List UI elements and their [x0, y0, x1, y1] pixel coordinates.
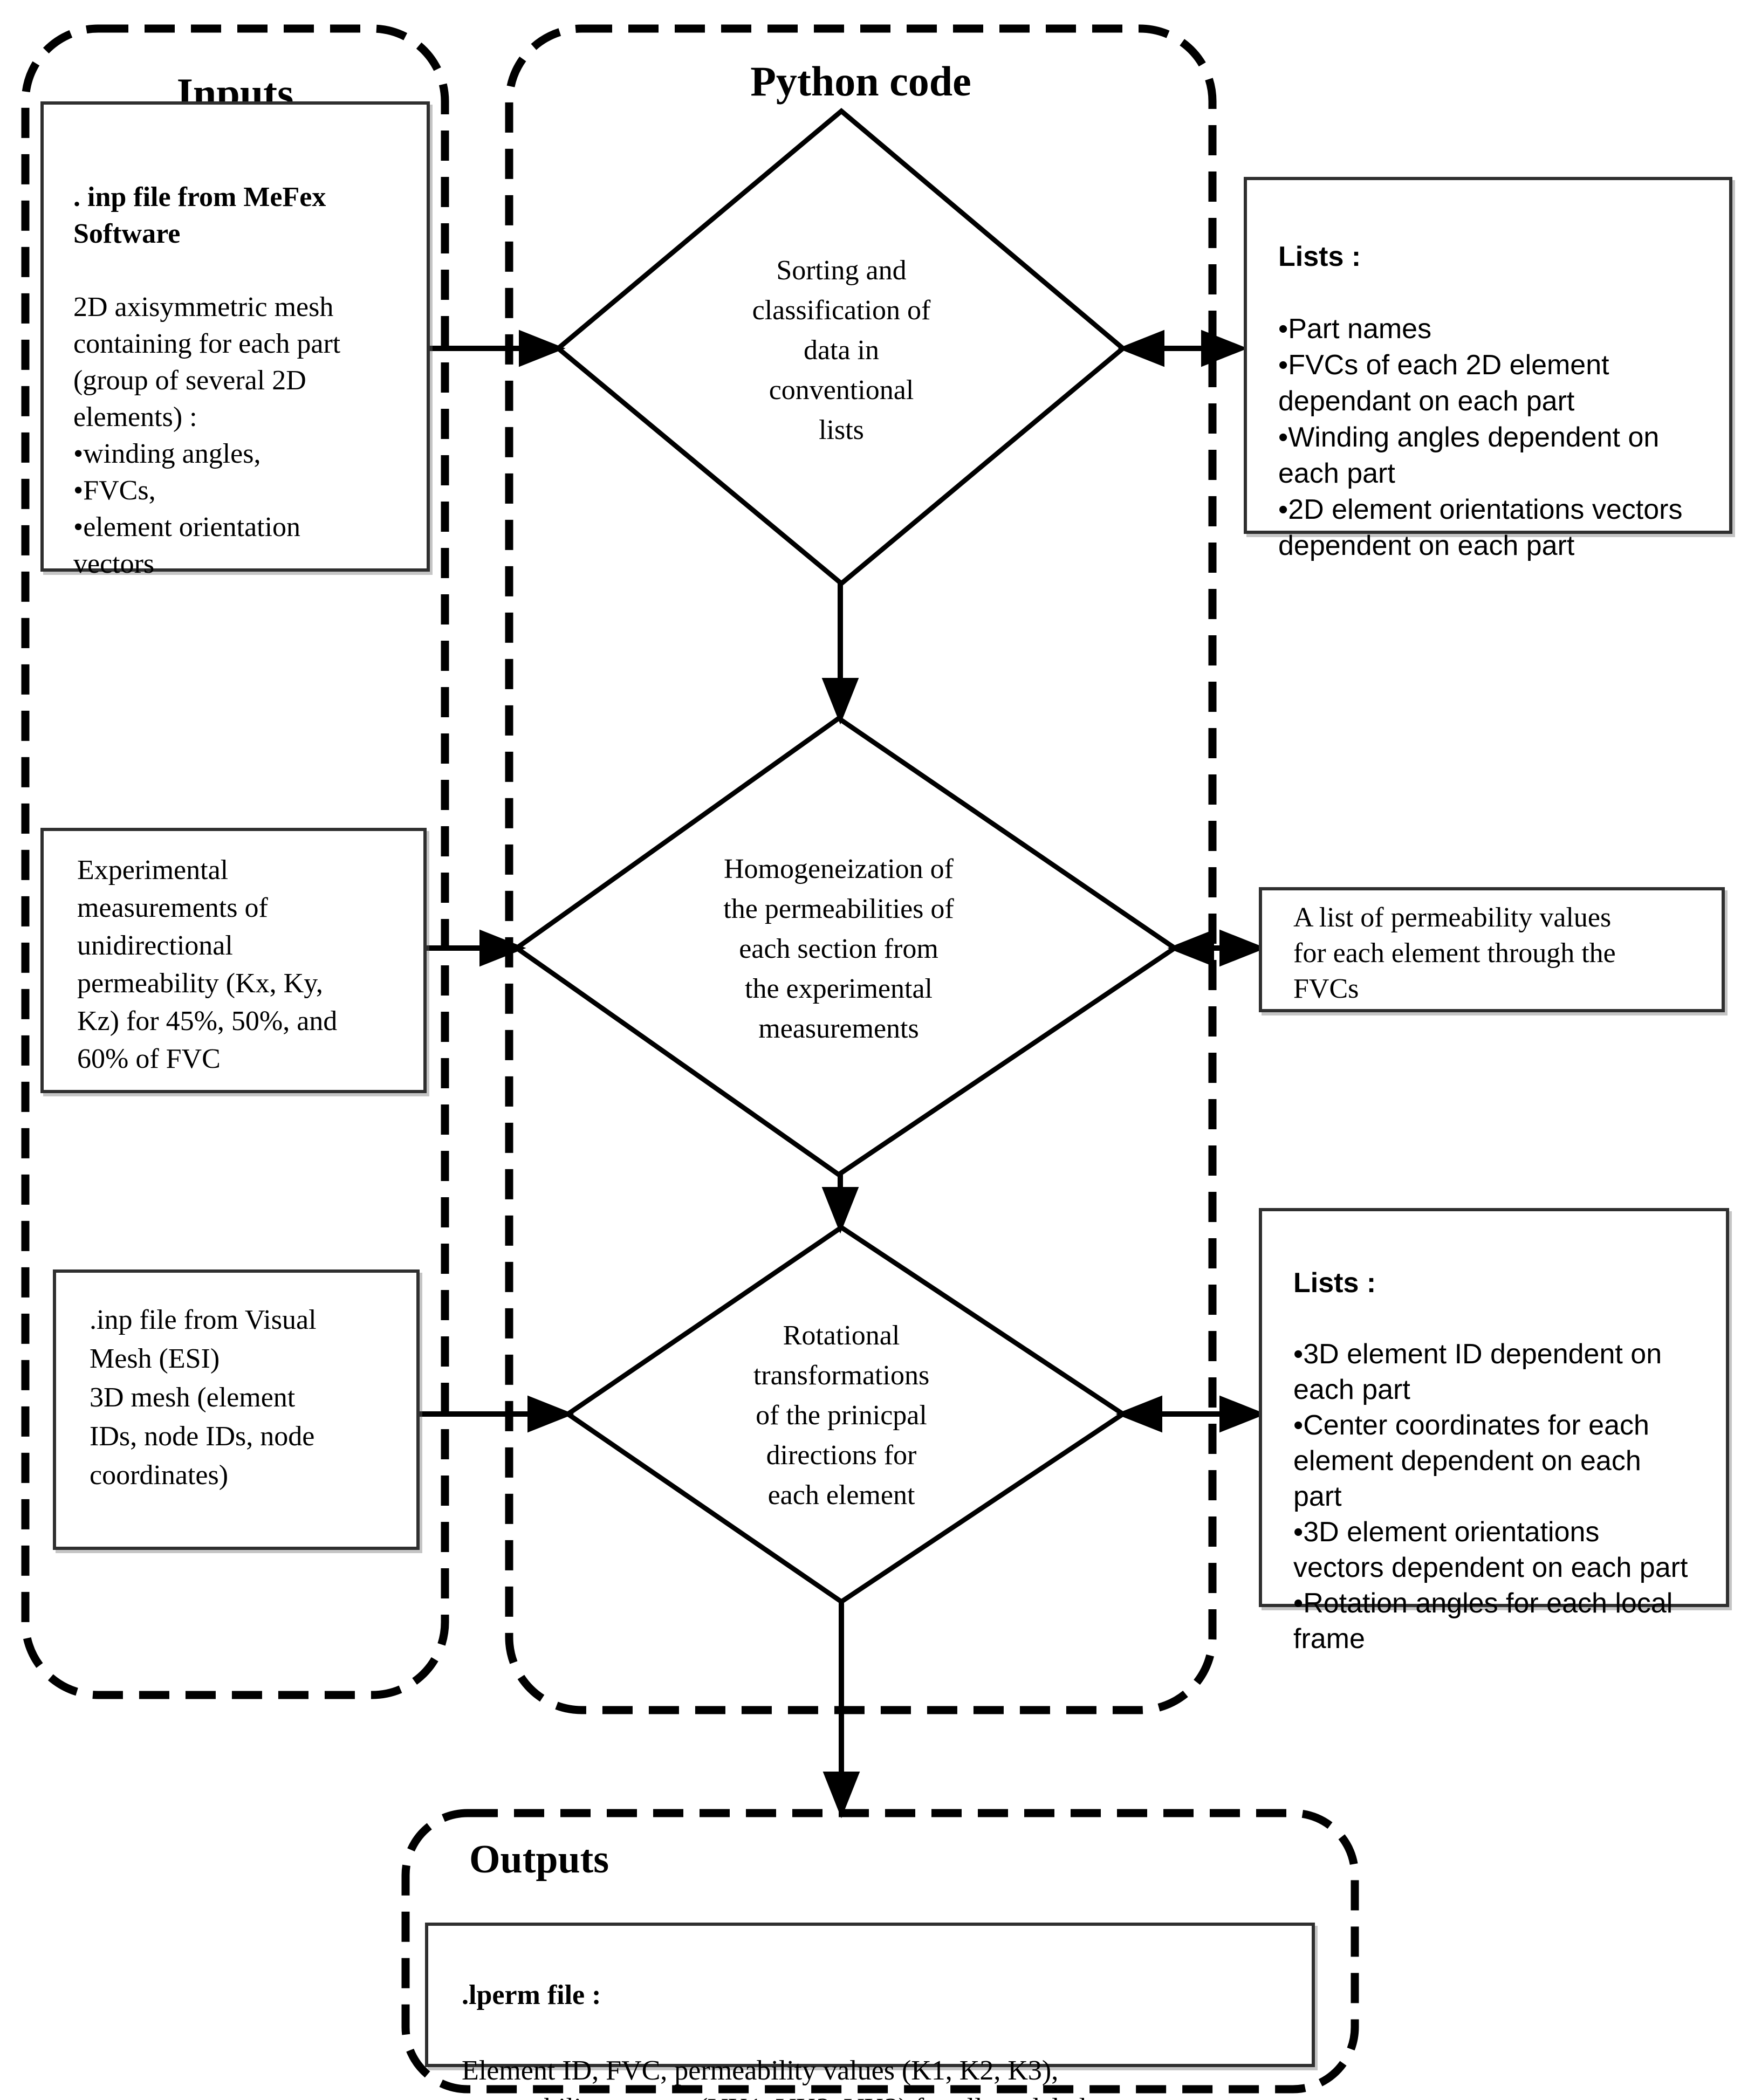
output-box-lperm-body: Element ID, FVC, permeability values (K1… [462, 2055, 1166, 2100]
output-box-lperm: .lperm file : Element ID, FVC, permeabil… [425, 1923, 1315, 2100]
inputs-container-border [21, 24, 449, 1699]
input-box-mefex: . inp file from MeFex Software 2D axisym… [40, 101, 430, 579]
result-list-3d-heading: Lists : [1293, 1267, 1376, 1299]
input-box-visualmesh: .inp file from Visual Mesh (ESI) 3D mesh… [53, 1269, 420, 1550]
input-box-mefex-heading: . inp file from MeFex Software [73, 182, 326, 249]
arrow-homogenization-permlist-right-head [1219, 929, 1266, 967]
output-box-lperm-heading: .lperm file : [462, 1980, 601, 2010]
arrow-sorting-to-homogenization-head [821, 678, 859, 725]
result-list-2d-heading: Lists : [1278, 241, 1361, 272]
arrow-input3-to-rotation-head [527, 1395, 574, 1433]
arrow-sorting-lists-left-head [1118, 330, 1164, 367]
result-box-permeability: A list of permeability values for each e… [1259, 887, 1725, 1012]
python-panel-label: Python code [750, 58, 971, 105]
result-list-2d: Lists : •Part names •FVCs of each 2D ele… [1244, 177, 1732, 561]
arrow-sorting-lists-right-head [1201, 330, 1248, 367]
arrow-input1-to-sorting-head [519, 330, 566, 367]
outputs-container-border [401, 1809, 1359, 2094]
diamond-homogenization-text: Homogeneization of the permeabilities of… [723, 854, 954, 1044]
arrow-rotation-lists-left-head [1115, 1395, 1162, 1433]
result-list-3d-body: •3D element ID dependent on each part •C… [1293, 1339, 1688, 1655]
result-list-2d-body: •Part names •FVCs of each 2D element dep… [1278, 313, 1683, 561]
arrow-input2-to-homogenization-head [479, 929, 526, 967]
diamond-sorting-text: Sorting and classification of data in co… [752, 255, 931, 445]
arrow-homogenization-to-rotation-head [821, 1187, 859, 1234]
arrow-rotation-lists-right-head [1219, 1395, 1266, 1433]
arrow-homogenization-permlist-left-head [1167, 929, 1214, 967]
input-box-experimental: Experimental measurements of unidirectio… [40, 828, 427, 1093]
result-list-3d: Lists : •3D element ID dependent on each… [1259, 1208, 1729, 1655]
outputs-panel-label: Outputs [469, 1837, 609, 1882]
input-box-mefex-body: 2D axisymmetric mesh containing for each… [73, 292, 341, 579]
arrow-rotation-to-outputs-head [822, 1772, 860, 1818]
diamond-rotation-text: Rotational transformations of the prinic… [753, 1320, 930, 1511]
python-container-border [505, 24, 1217, 1714]
